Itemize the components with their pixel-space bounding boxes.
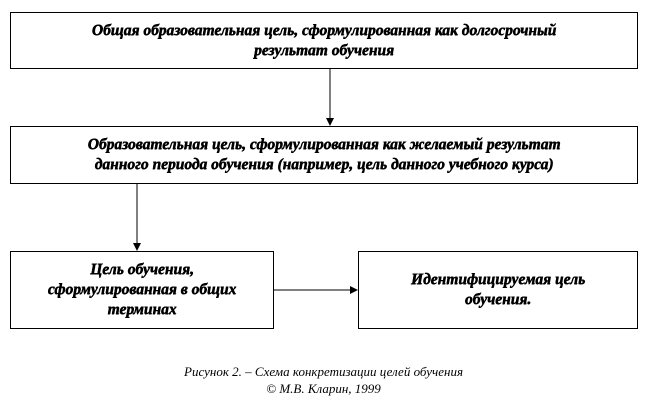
identifiable-goal-box: Идентифицируемая цель обучения. (358, 251, 638, 329)
box-text-line: Общая образовательная цель, сформулирова… (91, 21, 557, 39)
caption-credit: © М.В. Кларин, 1999 (266, 381, 381, 396)
general-terms-goal-box: Цель обучения, сформулированная в общих те… (10, 251, 274, 329)
box-text-line: терминах (107, 301, 177, 318)
box-text-line: Образовательная цель, сформулированная к… (87, 136, 561, 153)
period-goal-box: Образовательная цель, сформулированная к… (10, 126, 638, 184)
box-text-line: сформулированная в общих (47, 281, 237, 298)
box-text-line: обучения. (464, 291, 532, 308)
box-text-line: результат обучения (254, 41, 394, 59)
figure-caption: Рисунок 2. – Схема конкретизации целей о… (0, 363, 647, 397)
box-text-line: Идентифицируемая цель (410, 271, 586, 288)
box-text-line: Цель обучения, (90, 261, 194, 278)
box-text-line: данного периода обучения (например, цель… (94, 156, 554, 173)
general-goal-box: Общая образовательная цель, сформулирова… (10, 12, 638, 69)
caption-title: Рисунок 2. – Схема конкретизации целей о… (184, 364, 463, 379)
